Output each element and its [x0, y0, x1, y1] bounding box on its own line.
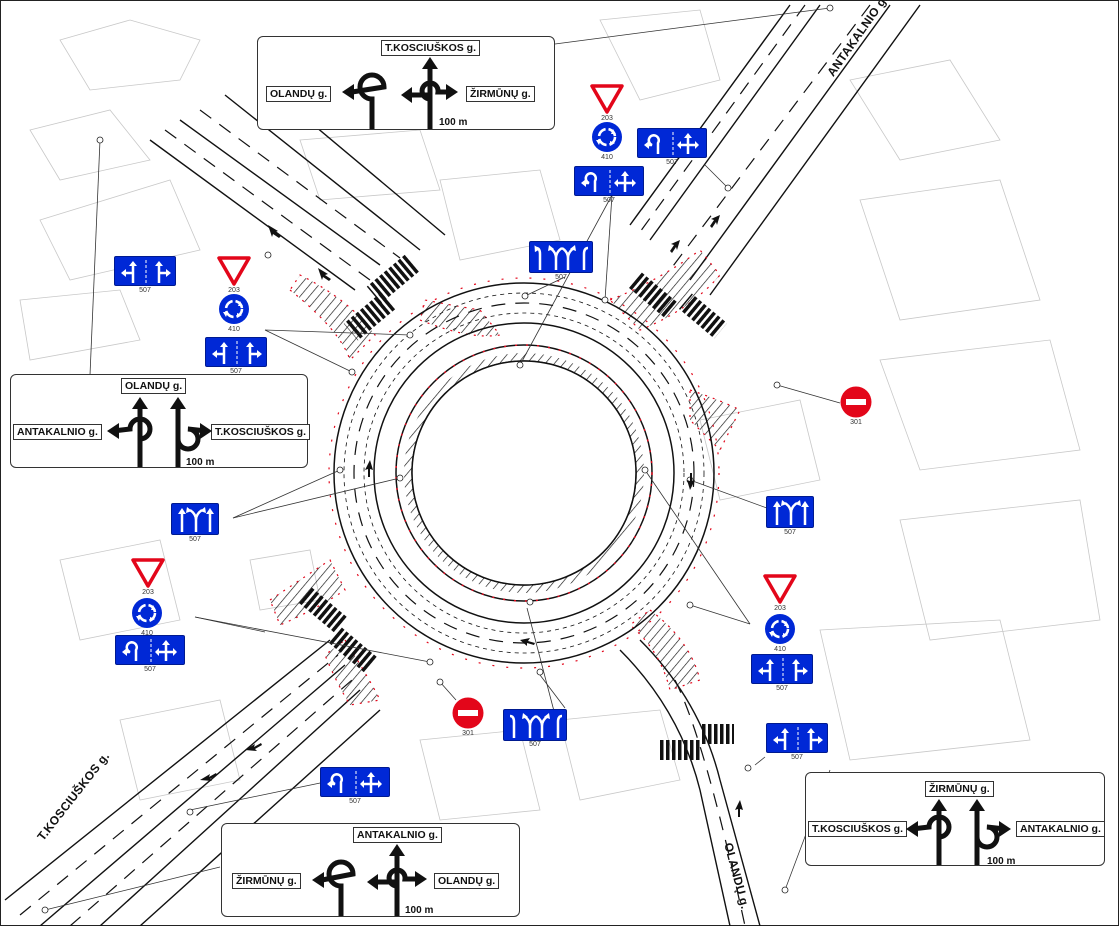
- sign-code-203: 203: [601, 115, 613, 122]
- panel-south-top: ANTAKALNIO g.: [353, 827, 442, 843]
- direction-panel-south: ANTAKALNIO g. ŽIRMŪNŲ g. OLANDŲ g. 100 m: [221, 823, 520, 917]
- sign-code-507: 507: [529, 741, 541, 748]
- sign-code-410: 410: [228, 326, 240, 333]
- lane-direction-sign: [766, 723, 828, 753]
- sign-code-203: 203: [228, 287, 240, 294]
- lane-arrow-icon: [327, 771, 382, 795]
- lane-arrows: [200, 215, 743, 817]
- lane-arrow-icon: [758, 658, 808, 682]
- sign-code-507: 507: [189, 536, 201, 543]
- panel-south-right: OLANDŲ g.: [434, 873, 500, 889]
- roundabout-icon: [218, 293, 250, 325]
- sign-code-410: 410: [774, 646, 786, 653]
- sign-code-203: 203: [142, 589, 154, 596]
- lane-direction-sign: [114, 256, 176, 286]
- panel-north-top: T.KOSCIUŠKOS g.: [381, 40, 481, 56]
- lane-direction-sign: [205, 337, 267, 367]
- sign-code-507: 507: [784, 529, 796, 536]
- splitter-islands: [269, 249, 741, 706]
- panel-west-distance: 100 m: [186, 457, 215, 468]
- sign-code-301: 301: [462, 730, 474, 737]
- panel-north-distance: 100 m: [439, 117, 468, 128]
- lane-arrow-icon: [534, 245, 589, 270]
- direction-arrow-icon: [312, 844, 427, 916]
- sign-posts: [41, 4, 834, 914]
- lane-lines: [19, 4, 871, 926]
- sign-code-507: 507: [230, 368, 242, 375]
- give-way-icon: [590, 84, 624, 114]
- give-way-icon: [217, 256, 251, 286]
- sign-code-507: 507: [144, 666, 156, 673]
- give-way-icon: [131, 558, 165, 588]
- lane-direction-sign: [320, 767, 390, 797]
- sign-code-301: 301: [850, 419, 862, 426]
- background-buildings: [19, 9, 1101, 821]
- panel-north-right: ŽIRMŪNŲ g.: [466, 86, 535, 102]
- lane-direction-sign: [115, 635, 185, 665]
- direction-panel-east: ŽIRMŪNŲ g. T.KOSCIUŠKOS g. ANTAKALNIO g.…: [805, 772, 1105, 867]
- no-entry-icon: [452, 697, 484, 729]
- lane-arrow-icon: [178, 507, 214, 532]
- panel-west-top: OLANDŲ g.: [121, 378, 187, 394]
- leader-lines: [44, 7, 841, 911]
- direction-arrow-icon: [107, 397, 212, 467]
- roundabout-icon: [131, 597, 163, 629]
- lane-arrow-icon: [773, 727, 823, 751]
- lane-arrow-icon: [773, 500, 809, 525]
- direction-arrow-icon: [906, 799, 1011, 865]
- direction-panel-west: OLANDŲ g. ANTAKALNIO g. T.KOSCIUŠKOS g. …: [10, 374, 311, 468]
- pedestrian-crossings: [298, 254, 734, 760]
- sign-code-410: 410: [601, 154, 613, 161]
- direction-panel-north: T.KOSCIUŠKOS g. OLANDŲ g. ŽIRMŪNŲ g. 100…: [257, 36, 555, 130]
- roads: [4, 4, 921, 926]
- sign-code-507: 507: [139, 287, 151, 294]
- lane-direction-sign: [766, 496, 814, 528]
- sign-code-507: 507: [791, 754, 803, 761]
- lane-direction-sign: [503, 709, 567, 741]
- lane-arrow-icon: [122, 639, 177, 663]
- lane-direction-sign: [171, 503, 219, 535]
- roundabout-icon: [591, 121, 623, 153]
- sign-code-507: 507: [349, 798, 361, 805]
- sign-code-507: 507: [603, 197, 615, 204]
- lane-direction-sign: [574, 166, 644, 196]
- panel-south-left: ŽIRMŪNŲ g.: [232, 873, 301, 889]
- sign-code-507: 507: [555, 274, 567, 281]
- lane-arrow-icon: [581, 170, 636, 194]
- lane-direction-sign: [751, 654, 813, 684]
- lane-arrow-icon: [121, 260, 171, 284]
- lane-direction-sign: [529, 241, 593, 273]
- sign-code-507: 507: [776, 685, 788, 692]
- panel-south-distance: 100 m: [405, 905, 434, 916]
- roundabout: [328, 277, 720, 669]
- panel-west-right: T.KOSCIUŠKOS g.: [211, 424, 311, 440]
- lane-arrow-icon: [644, 132, 699, 156]
- no-entry-icon: [840, 386, 872, 418]
- panel-east-right: ANTAKALNIO g.: [1016, 821, 1105, 837]
- panel-east-top: ŽIRMŪNŲ g.: [925, 781, 994, 797]
- sign-code-410: 410: [141, 630, 153, 637]
- sign-code-507: 507: [666, 159, 678, 166]
- lane-arrow-icon: [212, 341, 262, 365]
- panel-west-left: ANTAKALNIO g.: [13, 424, 102, 440]
- lane-direction-sign: [637, 128, 707, 158]
- give-way-icon: [763, 574, 797, 604]
- sign-code-203: 203: [774, 605, 786, 612]
- panel-east-distance: 100 m: [987, 856, 1016, 867]
- roundabout-icon: [764, 613, 796, 645]
- panel-east-left: T.KOSCIUŠKOS g.: [808, 821, 908, 837]
- direction-arrow-icon: [342, 57, 458, 129]
- panel-north-left: OLANDŲ g.: [266, 86, 332, 102]
- lane-arrow-icon: [509, 713, 563, 738]
